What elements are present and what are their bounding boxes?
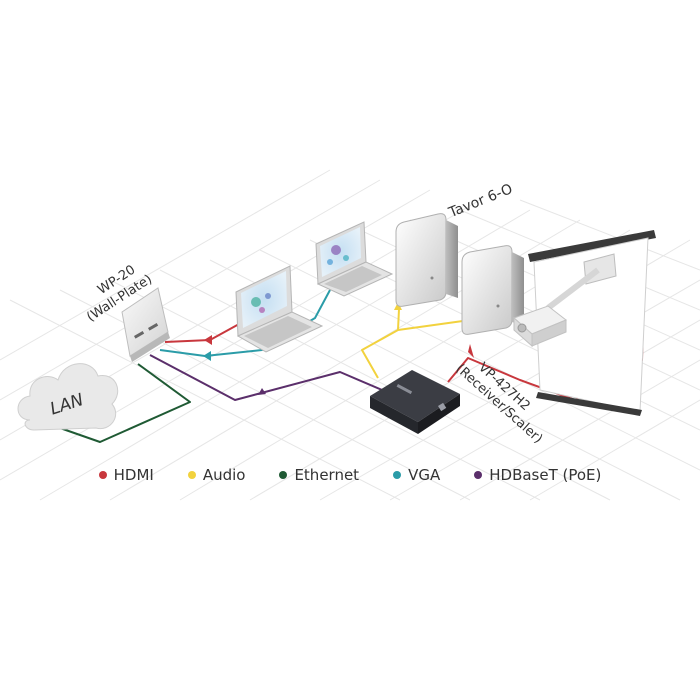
laptop-1 xyxy=(235,265,324,353)
projection-screen xyxy=(528,230,656,416)
arrow-marker xyxy=(203,351,211,361)
legend-dot xyxy=(98,471,107,479)
hdbaset-cable xyxy=(149,354,383,401)
legend-dot xyxy=(393,471,402,479)
legend-item-ethernet: Ethernet xyxy=(279,466,359,484)
legend-label: HDMI xyxy=(113,466,154,484)
legend-item-hdbaset: HDBaseT (PoE) xyxy=(474,466,601,484)
legend-label: VGA xyxy=(408,466,441,484)
wallplate-device xyxy=(121,287,170,362)
legend-item-audio: Audio xyxy=(187,466,246,484)
legend: HDMI Audio Ethernet VGA HDBaseT (PoE) xyxy=(0,462,700,488)
arrow-marker xyxy=(204,335,212,345)
speaker-2 xyxy=(461,245,524,335)
speakers-name: Tavor 6-O xyxy=(446,181,515,221)
arrow-marker xyxy=(468,344,474,358)
lan-cloud: LAN xyxy=(17,363,119,431)
legend-item-vga: VGA xyxy=(393,466,440,484)
projector xyxy=(513,253,617,348)
speakers-label: Tavor 6-O xyxy=(446,181,515,221)
laptop-2 xyxy=(315,221,394,297)
legend-label: Ethernet xyxy=(294,466,360,484)
legend-item-hdmi: HDMI xyxy=(98,466,154,484)
speaker-1 xyxy=(395,213,458,307)
legend-label: Audio xyxy=(202,466,246,484)
receiver-device xyxy=(370,370,460,434)
legend-dot xyxy=(474,471,483,479)
legend-label: HDBaseT (PoE) xyxy=(489,466,602,484)
arrow-marker xyxy=(258,388,266,395)
legend-dot xyxy=(279,471,288,479)
ethernet-cable xyxy=(59,363,191,443)
legend-dot xyxy=(187,471,196,479)
